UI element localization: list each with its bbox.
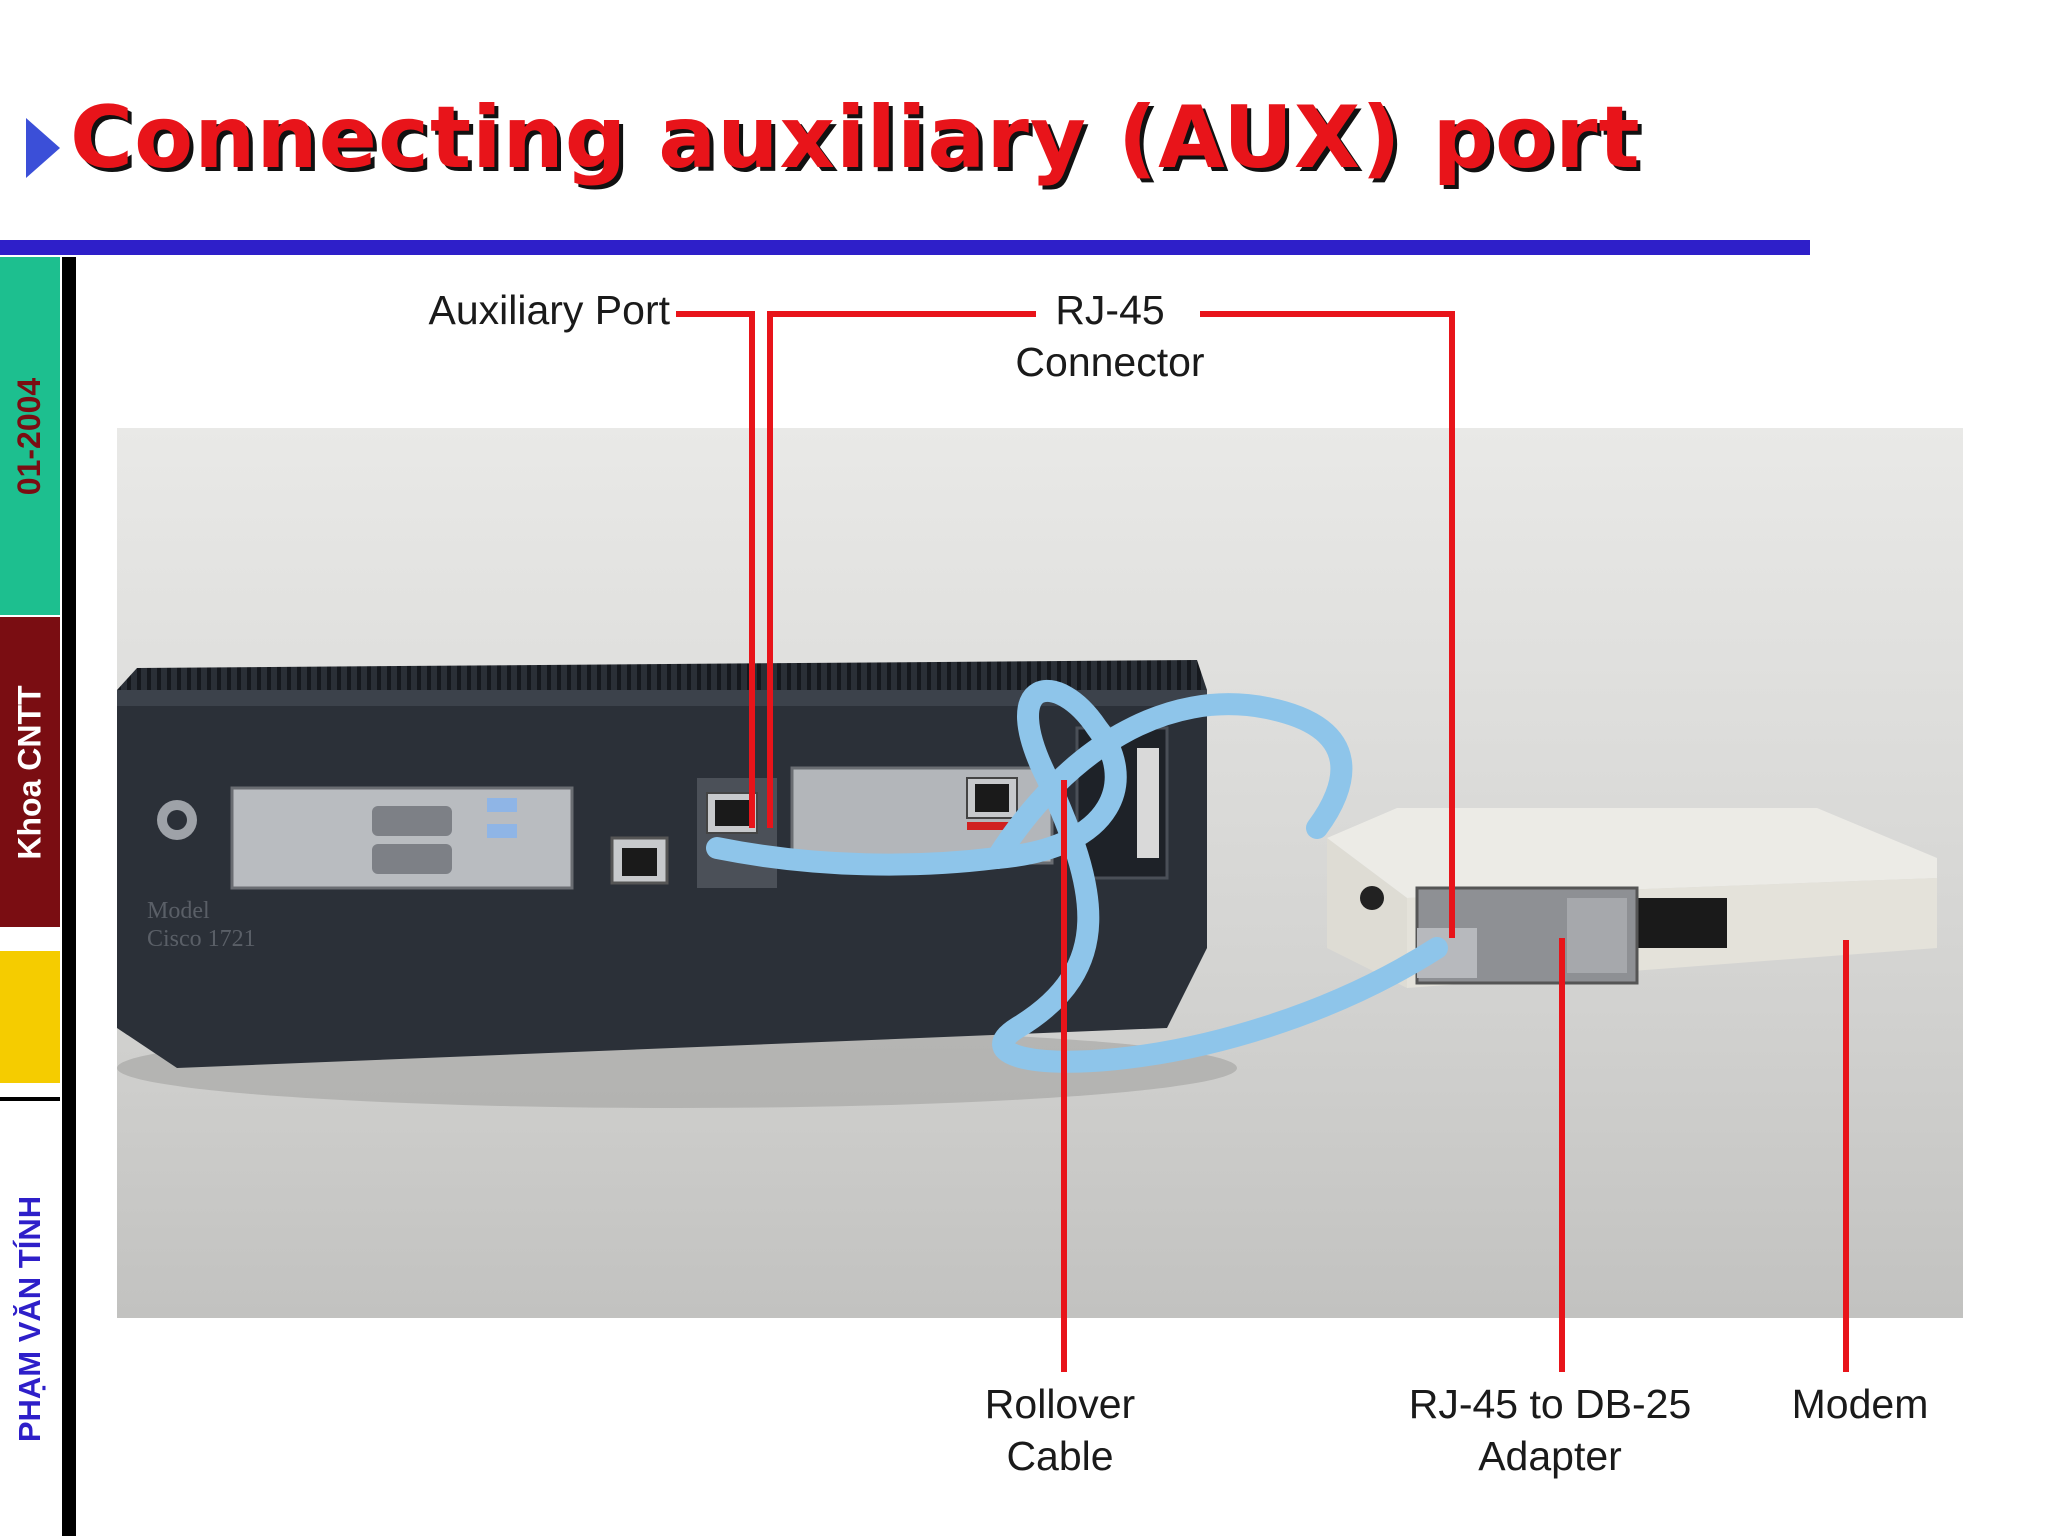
label-modem-text: Modem xyxy=(1791,1381,1929,1427)
label-rj45-line2: Connector xyxy=(1015,339,1205,385)
label-rollover-line1: Rollover xyxy=(984,1381,1136,1427)
sidebar-divider xyxy=(62,257,76,1536)
label-modem: Modem xyxy=(1760,1378,1960,1430)
label-adapter-line1: RJ-45 to DB-25 xyxy=(1408,1381,1692,1427)
router-modem-photo: Model Cisco 1721 xyxy=(117,428,1963,1318)
sidebar-date: 01-2004 xyxy=(11,377,48,495)
title-underline xyxy=(0,240,1810,255)
label-rollover-line2: Cable xyxy=(1006,1433,1114,1479)
router-model-line1: Model xyxy=(147,898,210,924)
router-model-line2: Cisco 1721 xyxy=(147,926,256,952)
label-auxiliary-port: Auxiliary Port xyxy=(370,284,670,336)
sidebar-department-block xyxy=(0,617,60,927)
label-rj45-connector: RJ-45 Connector xyxy=(990,284,1230,388)
label-rj45-db25-adapter: RJ-45 to DB-25 Adapter xyxy=(1370,1378,1730,1482)
title-bullet-icon xyxy=(26,118,60,178)
label-rj45-line1: RJ-45 xyxy=(1055,287,1165,333)
sidebar-author-block xyxy=(0,1097,60,1540)
rj45-db25-adapter xyxy=(1415,886,1639,985)
sidebar-department: Khoa CNTT xyxy=(11,684,48,860)
label-adapter-line2: Adapter xyxy=(1478,1433,1622,1479)
sidebar-gap xyxy=(0,927,60,939)
sidebar-yellow-block xyxy=(0,951,60,1083)
sidebar-author: PHẠM VĂN TÍNH xyxy=(12,1195,47,1442)
slide-title: Connecting auxiliary (AUX) port xyxy=(70,88,1641,188)
label-auxiliary-port-text: Auxiliary Port xyxy=(428,287,670,333)
sidebar: 01-2004 Khoa CNTT PHẠM VĂN TÍNH xyxy=(0,257,78,1540)
sidebar-date-block xyxy=(0,257,60,615)
label-rollover-cable: Rollover Cable xyxy=(940,1378,1180,1482)
